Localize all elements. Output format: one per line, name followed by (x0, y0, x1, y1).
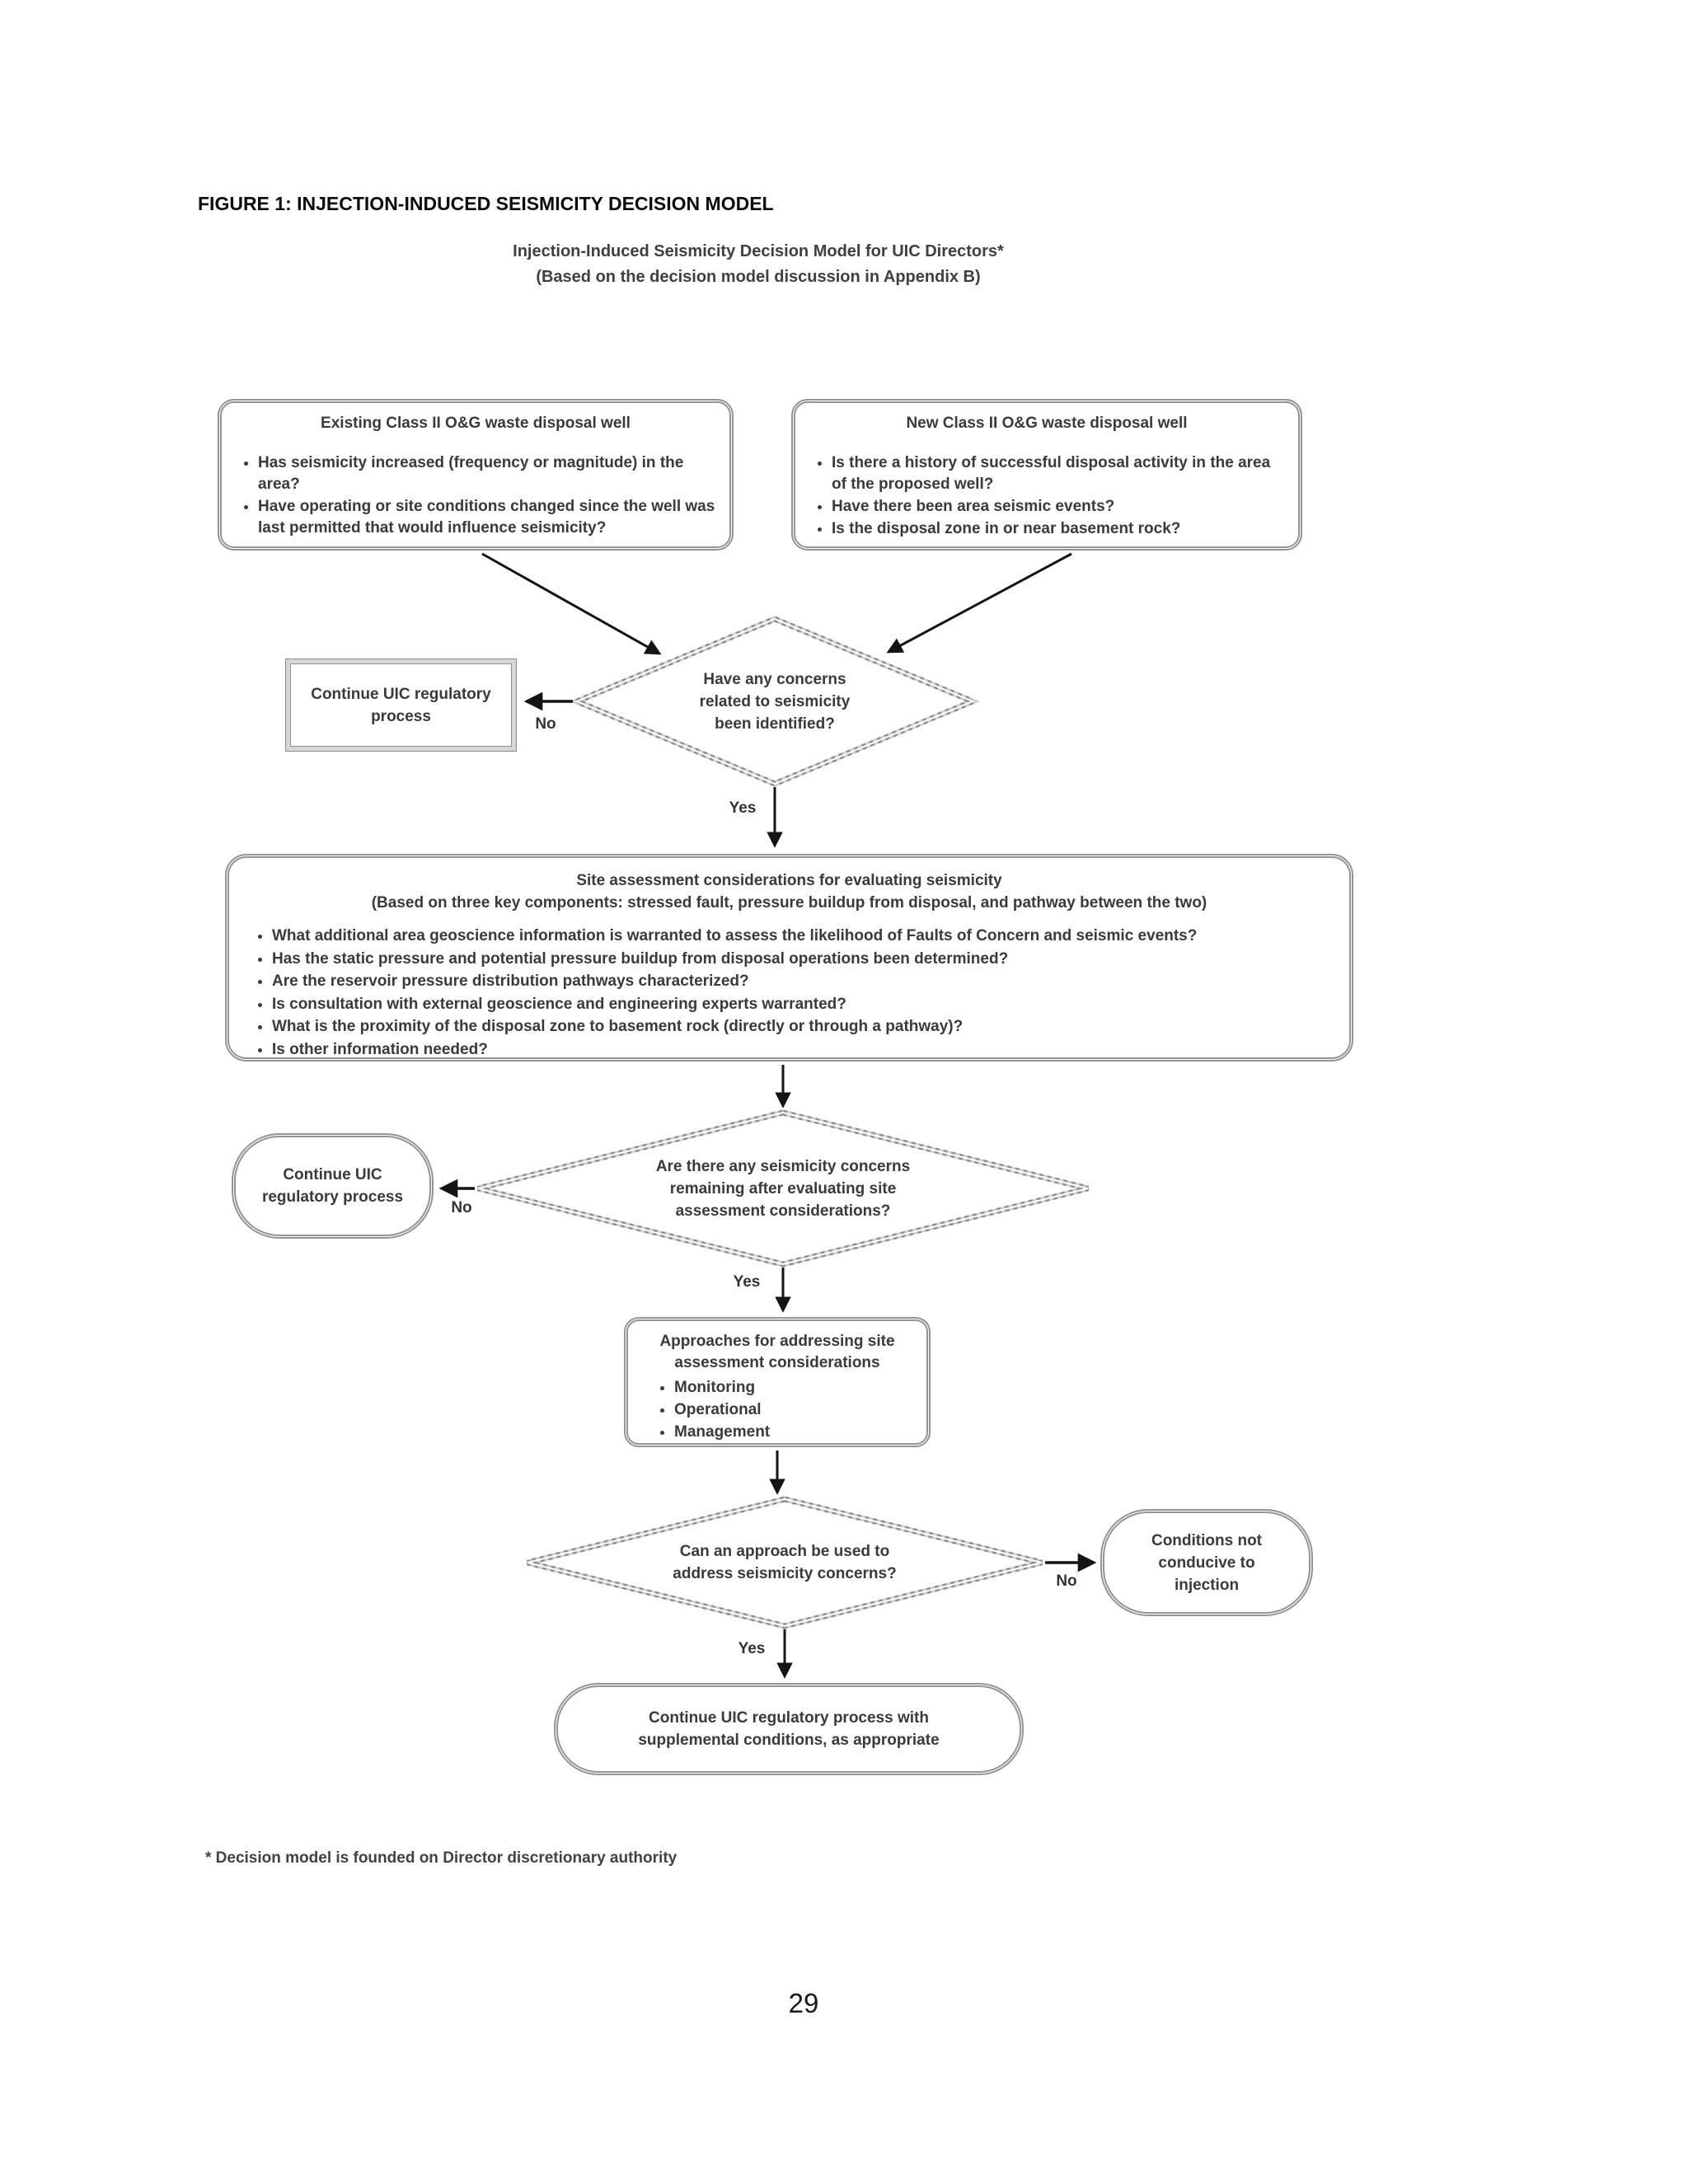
bullet-item: Monitoring (674, 1377, 926, 1399)
flowchart-title-line1: Injection-Induced Seismicity Decision Mo… (513, 242, 1004, 260)
bullet-item: What is the proximity of the disposal zo… (272, 1016, 1349, 1038)
node-new-well: New Class II O&G waste disposal well Is … (791, 399, 1302, 551)
flowchart-title-line2: (Based on the decision model discussion … (536, 268, 981, 286)
node-continue-uic-process-2: Continue UIC regulatory process (232, 1133, 434, 1239)
edge-label-no-1: No (535, 715, 556, 733)
node-approach-usable: Can an approach be used to address seism… (661, 1523, 908, 1602)
edge-label-yes-3: Yes (738, 1640, 766, 1657)
node-approaches: Approaches for addressing site assessmen… (624, 1317, 931, 1447)
node-title-line2: (Based on three key components: stressed… (371, 894, 1207, 912)
node-title: New Class II O&G waste disposal well (906, 415, 1188, 432)
bullet-list: Is there a history of successful disposa… (795, 452, 1298, 540)
page-number: 29 (788, 1988, 819, 2018)
node-label: Continue UIC regulatory process (311, 685, 491, 725)
bullet-item: Has the static pressure and potential pr… (272, 949, 1349, 971)
bullet-item: Is consultation with external geoscience… (272, 994, 1349, 1016)
bullet-item: Is other information needed? (272, 1039, 1349, 1062)
node-concerns-remaining: Are there any seismicity concerns remain… (639, 1137, 927, 1240)
node-title: Approaches for addressing site assessmen… (659, 1333, 895, 1371)
decision-question: Have any concerns related to seismicity … (699, 670, 851, 733)
node-label: Continue UIC regulatory process (261, 1166, 404, 1206)
node-conditions-not-conducive: Conditions not conducive to injection (1100, 1509, 1313, 1616)
node-label: Continue UIC regulatory process with sup… (638, 1709, 940, 1749)
bullet-item: Management (674, 1422, 926, 1443)
node-site-assessment: Site assessment considerations for evalu… (225, 854, 1353, 1062)
edge-label-no-3: No (1056, 1572, 1077, 1590)
node-concerns-identified: Have any concerns related to seismicity … (651, 645, 898, 757)
figure-caption: FIGURE 1: INJECTION-INDUCED SEISMICITY D… (198, 193, 774, 214)
node-title-line1: Site assessment considerations for evalu… (576, 872, 1002, 889)
bullet-list: What additional area geoscience informat… (229, 926, 1349, 1061)
bullet-item: Have there been area seismic events? (832, 496, 1281, 518)
edge-label-no-2: No (451, 1199, 472, 1216)
flowchart-title: Injection-Induced Seismicity Decision Mo… (223, 239, 1294, 290)
bullet-item: What additional area geoscience informat… (272, 926, 1349, 948)
bullet-list: Monitoring Operational Management (628, 1377, 926, 1443)
node-continue-with-conditions: Continue UIC regulatory process with sup… (554, 1683, 1024, 1775)
decision-question: Are there any seismicity concerns remain… (655, 1157, 911, 1220)
bullet-item: Have operating or site conditions change… (258, 496, 724, 539)
node-title: Existing Class II O&G waste disposal wel… (321, 415, 631, 432)
arrow-existing-to-diamond1 (481, 552, 662, 655)
bullet-item: Operational (674, 1399, 926, 1421)
node-continue-uic-process: Continue UIC regulatory process (285, 658, 517, 752)
arrow-new-to-diamond1 (886, 552, 1072, 654)
edge-label-yes-2: Yes (733, 1273, 761, 1291)
bullet-item: Are the reservoir pressure distribution … (272, 971, 1349, 993)
bullet-item: Has seismicity increased (frequency or m… (258, 452, 724, 495)
figure-footnote: * Decision model is founded on Director … (205, 1849, 678, 1867)
edge-label-yes-1: Yes (729, 799, 757, 817)
node-label: Conditions not conducive to injection (1151, 1531, 1263, 1594)
bullet-item: Is the disposal zone in or near basement… (832, 518, 1281, 540)
node-existing-well: Existing Class II O&G waste disposal wel… (218, 399, 734, 551)
bullet-list: Has seismicity increased (frequency or m… (222, 452, 729, 539)
bullet-item: Is there a history of successful disposa… (832, 452, 1281, 495)
decision-question: Can an approach be used to address seism… (673, 1543, 897, 1582)
